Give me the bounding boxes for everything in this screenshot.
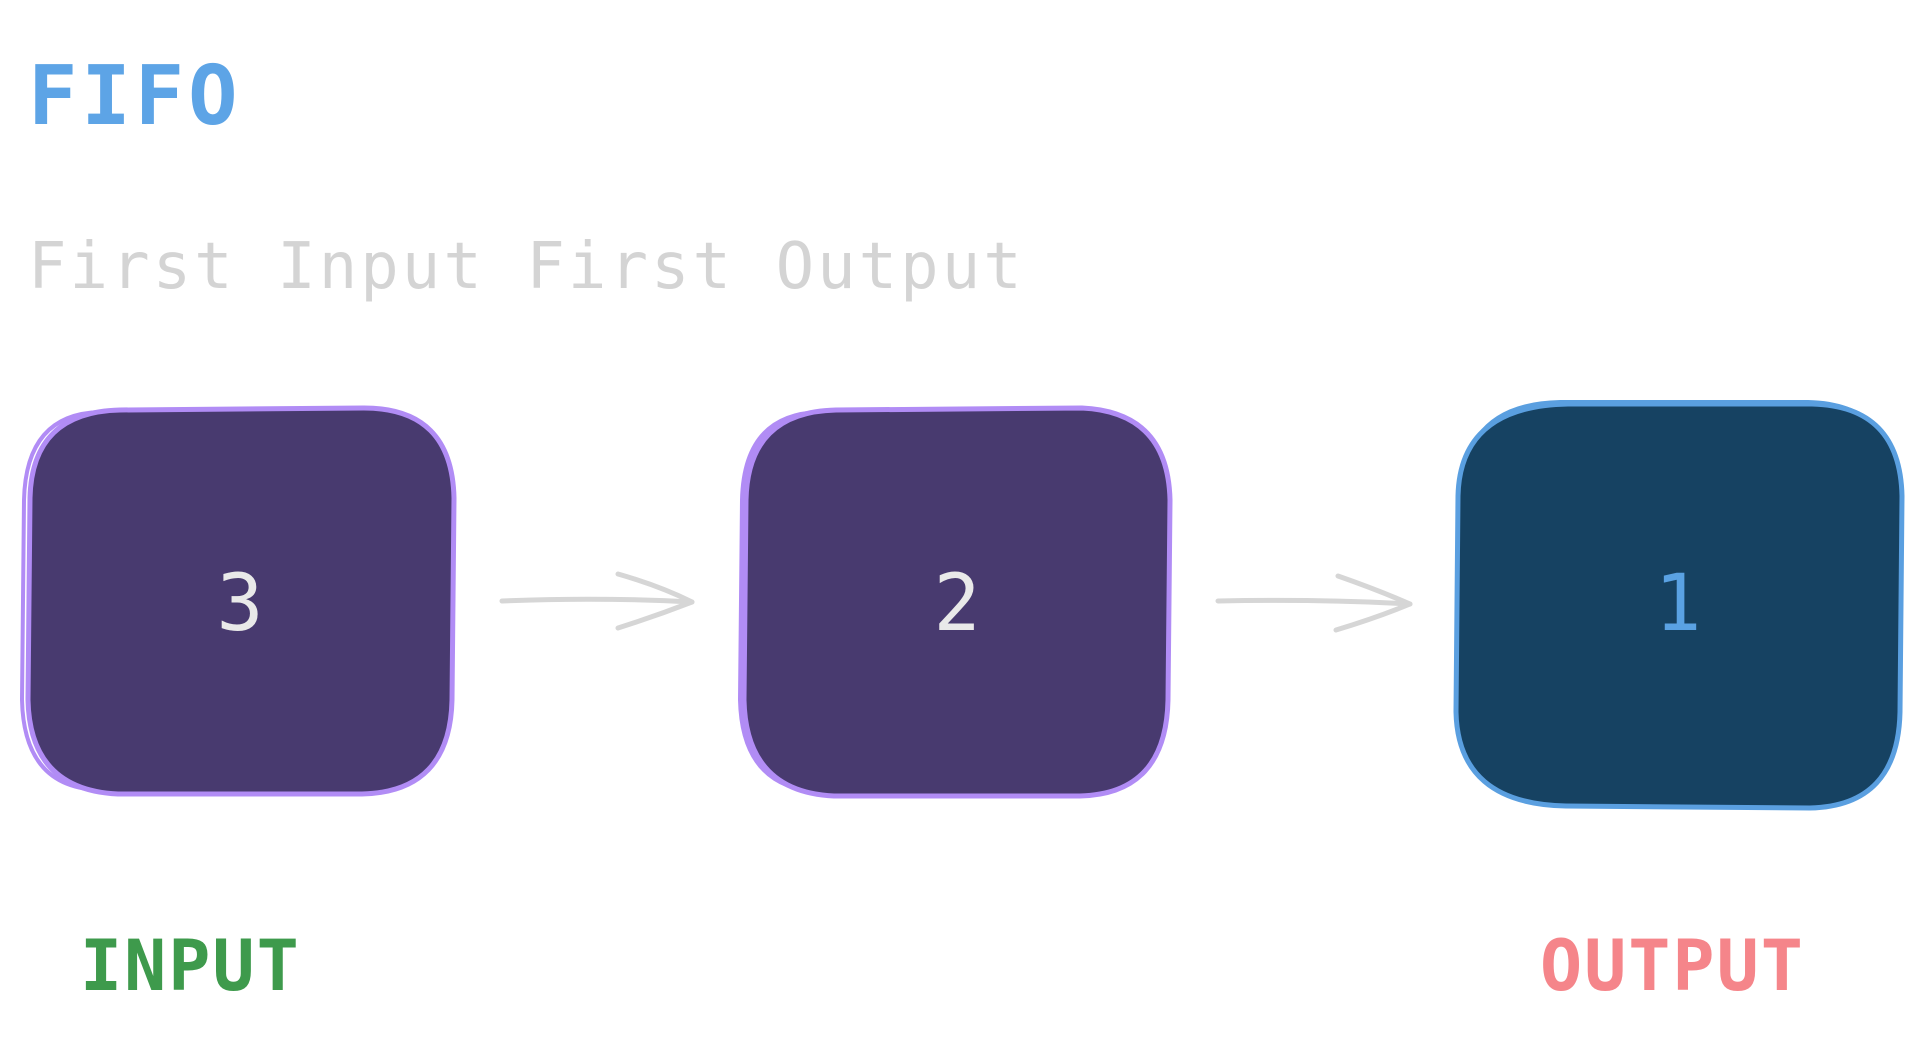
queue-box-2-label: 2: [934, 559, 981, 649]
arrow-3-to-2-shaft: [499, 596, 695, 605]
diagram-subtitle: First Input First Output: [28, 230, 1025, 304]
arrow-2-to-1-shaft: [1215, 597, 1413, 607]
queue-box-3-label: 3: [217, 559, 264, 649]
arrow-3-to-2: [499, 571, 695, 631]
output-label: OUTPUT: [1540, 925, 1805, 1007]
diagram-title: FIFO: [28, 49, 241, 144]
arrow-3-to-2-head: [615, 571, 695, 631]
arrow-2-to-1-head: [1333, 573, 1413, 633]
input-label: INPUT: [80, 925, 301, 1007]
queue-box-2-shape: [741, 405, 1173, 799]
queue-box-2: 2: [737, 405, 1173, 799]
arrow-2-to-1: [1215, 573, 1413, 633]
queue-box-3: 3: [19, 405, 457, 797]
queue-box-1-shape: [1453, 401, 1905, 811]
queue-box-1: 1: [1453, 400, 1905, 811]
queue-box-1-label: 1: [1655, 559, 1702, 649]
queue-box-3-shape: [25, 405, 457, 797]
